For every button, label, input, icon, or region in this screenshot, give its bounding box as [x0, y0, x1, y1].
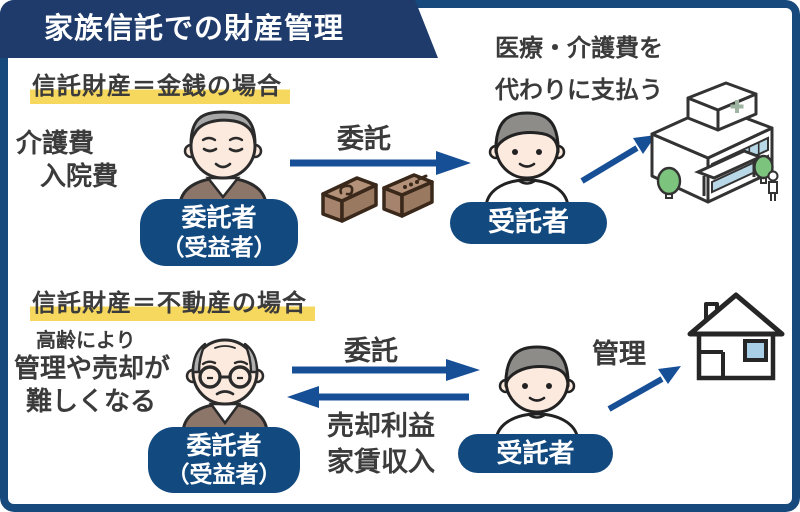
purpose-line2: 代わりに支払う — [495, 77, 663, 104]
elderly-man-glasses-illustration — [181, 338, 269, 433]
trustee-label: 受託者 — [488, 207, 569, 238]
money-bundle-icon — [321, 173, 434, 223]
section-realestate-heading: 信託財産＝不動産の場合 — [30, 283, 315, 321]
pay-arrow-icon — [580, 135, 656, 184]
manage-arrow-icon — [607, 366, 681, 412]
settlor-label-line2: （受益者） — [166, 461, 282, 488]
elderly-man-illustration — [178, 110, 268, 206]
title-banner: 家族信託での財産管理 — [0, 0, 438, 58]
need-note-line1: 介護費 — [16, 128, 95, 158]
settlor-label-line1: 委託者 — [186, 431, 262, 460]
hospital-building-icon — [650, 81, 779, 204]
need-note-line2: 入院費 — [40, 161, 119, 191]
young-man-illustration — [484, 111, 570, 208]
problem-line1: 高齢により — [36, 330, 136, 352]
page-title: 家族信託での財産管理 — [44, 13, 345, 45]
manage-label: 管理 — [592, 339, 646, 369]
settlor-badge: 委託者 （受益者） — [148, 427, 300, 493]
settlor-badge: 委託者 （受益者） — [140, 199, 298, 266]
settlor-label-line1: 委託者 — [181, 204, 257, 233]
purpose-line1: 医療・介護費を — [495, 35, 663, 62]
entrust-arrow-icon — [292, 359, 480, 381]
return-label-line2: 家賃収入 — [327, 447, 435, 477]
problem-line3: 難しくなる — [26, 386, 157, 416]
house-icon — [687, 292, 785, 381]
section-money-heading: 信託財産＝金銭の場合 — [30, 66, 290, 104]
trustee-badge: 受託者 — [450, 202, 607, 244]
entrust-label: 委託 — [344, 336, 398, 366]
settlor-label-line2: （受益者） — [161, 233, 277, 260]
return-arrow-icon — [287, 386, 469, 408]
problem-line2: 管理や売却が — [14, 353, 171, 383]
trustee-badge: 受託者 — [458, 434, 613, 473]
trustee-label: 受託者 — [496, 438, 575, 469]
entrust-label: 委託 — [337, 124, 391, 154]
return-label-line1: 売却利益 — [327, 411, 435, 441]
entrust-arrow-icon — [290, 151, 471, 175]
young-man-illustration — [494, 345, 580, 442]
